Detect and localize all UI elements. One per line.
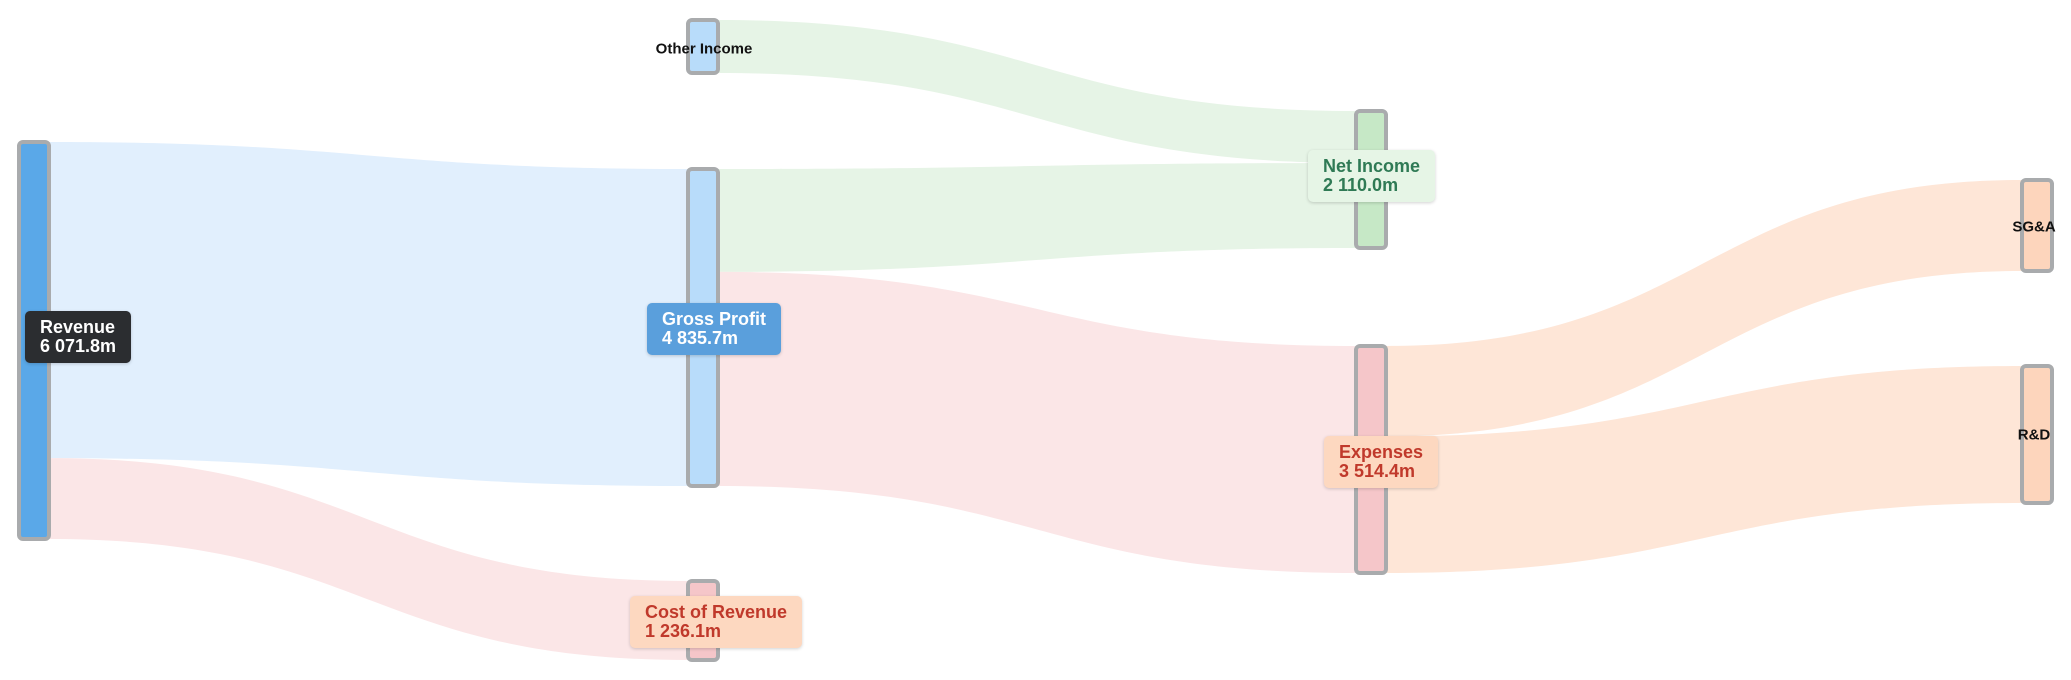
node-label-sga: SG&A: [2012, 218, 2056, 236]
node-name-expenses: Expenses: [1339, 442, 1424, 462]
node-bar-sga: [2020, 178, 2054, 273]
node-bar-other-income: [686, 18, 720, 75]
node-name-revenue: Revenue: [40, 317, 116, 337]
link-expenses-to-sga: [1386, 180, 2022, 437]
node-name-cost-of-revenue: Cost of Revenue: [645, 602, 788, 622]
node-name-gross-profit: Gross Profit: [662, 309, 767, 329]
node-label-expenses: Expenses 3 514.4m: [1324, 436, 1439, 488]
node-label-rd: R&D: [2017, 426, 2051, 444]
node-name-net-income: Net Income: [1323, 156, 1421, 176]
link-gross-profit-to-expenses: [718, 271, 1356, 573]
node-value-expenses: 3 514.4m: [1339, 461, 1416, 481]
sankey-links: [49, 20, 2022, 660]
link-gross-profit-to-net-income: [718, 162, 1356, 272]
node-label-net-income: Net Income 2 110.0m: [1308, 150, 1436, 202]
node-value-net-income: 2 110.0m: [1323, 175, 1399, 195]
node-label-other-income: Other Income: [655, 40, 753, 58]
link-expenses-to-rd: [1386, 366, 2022, 573]
node-bar-rd: [2020, 364, 2054, 505]
node-label-gross-profit: Gross Profit 4 835.7m: [647, 303, 782, 355]
link-revenue-to-gross-profit: [49, 142, 688, 486]
link-revenue-to-cost-of-revenue: [49, 458, 688, 660]
node-value-gross-profit: 4 835.7m: [662, 328, 739, 348]
node-value-cost-of-revenue: 1 236.1m: [645, 621, 722, 641]
node-label-cost-of-revenue: Cost of Revenue 1 236.1m: [630, 596, 803, 648]
node-label-revenue: Revenue 6 071.8m: [25, 311, 132, 363]
link-other-income-to-net-income: [718, 20, 1356, 163]
node-value-revenue: 6 071.8m: [40, 336, 117, 356]
